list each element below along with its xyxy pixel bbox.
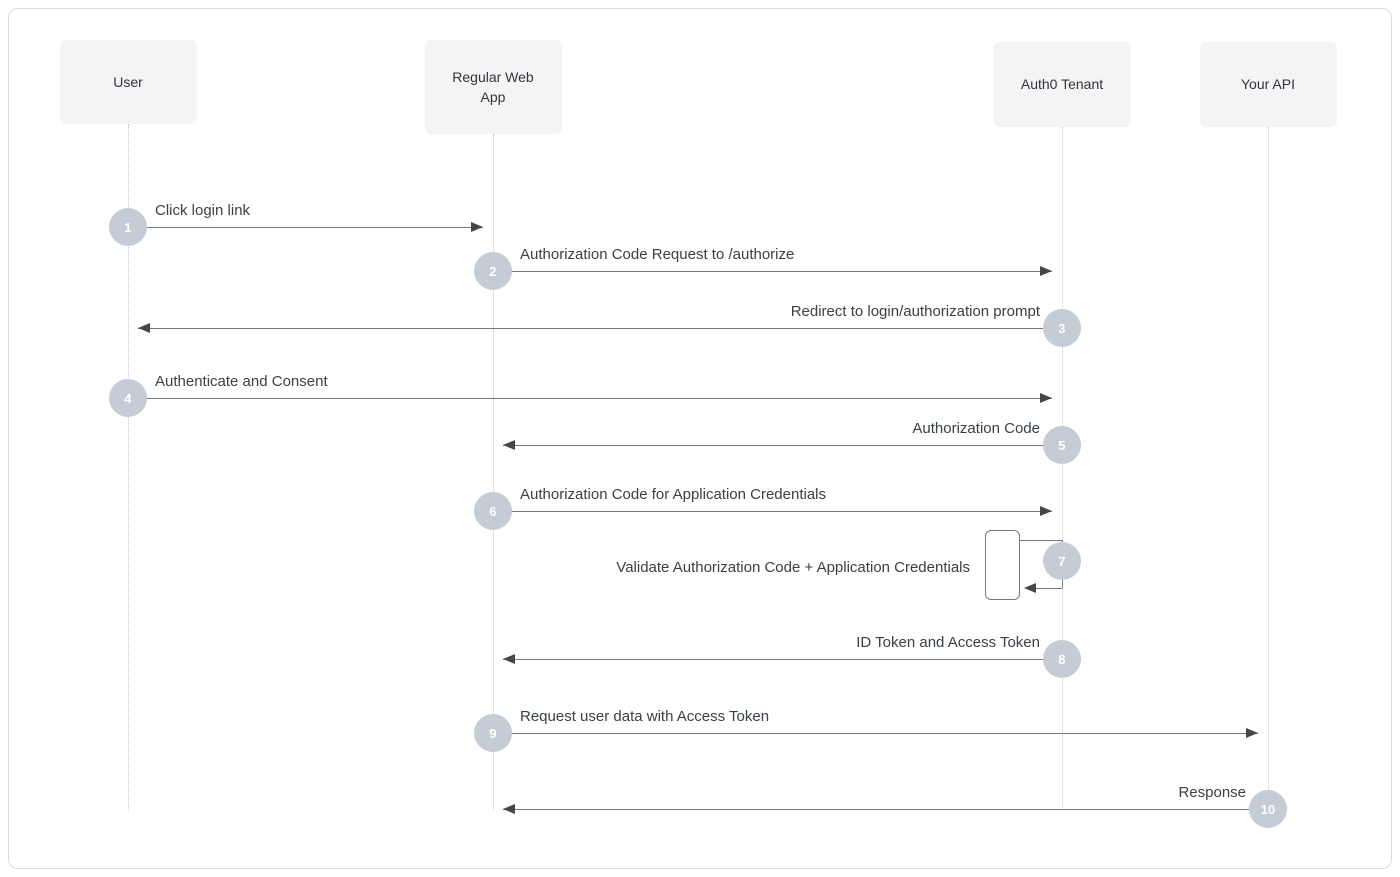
step-5-badge: 5 xyxy=(1043,426,1081,464)
step-4-label: Authenticate and Consent xyxy=(155,373,328,390)
step-4-line xyxy=(128,398,1052,399)
step-7-arrowhead xyxy=(1024,583,1036,593)
lifeline-your-api xyxy=(1268,127,1269,810)
step-1-line xyxy=(128,227,483,228)
step-10-label: Response xyxy=(1178,784,1246,801)
step-10-line xyxy=(503,809,1268,810)
step-7-loop-bottom xyxy=(1036,588,1062,589)
step-6-line xyxy=(493,511,1052,512)
step-3-arrowhead xyxy=(138,323,150,333)
actor-your-api-box: Your API xyxy=(1199,42,1337,127)
step-10-badge: 10 xyxy=(1249,790,1287,828)
step-6-badge: 6 xyxy=(474,492,512,530)
lifeline-auth0-tenant xyxy=(1062,127,1063,810)
step-3-label: Redirect to login/authorization prompt xyxy=(790,303,1040,320)
step-2-badge: 2 xyxy=(474,252,512,290)
step-3-line xyxy=(138,328,1062,329)
actor-user-box: User xyxy=(59,40,197,124)
step-4-arrowhead xyxy=(1040,393,1052,403)
actor-your-api-label: Your API xyxy=(1241,76,1295,93)
step-8-badge: 8 xyxy=(1043,640,1081,678)
step-9-arrowhead xyxy=(1246,728,1258,738)
page-frame xyxy=(8,8,1392,869)
actor-user-label: User xyxy=(113,73,143,90)
step-5-line xyxy=(503,445,1062,446)
actor-regular-web-app-box: Regular Web App xyxy=(424,40,562,134)
step-10-arrowhead xyxy=(503,804,515,814)
step-1-label: Click login link xyxy=(155,202,251,219)
lifeline-regular-web-app xyxy=(493,134,494,810)
step-2-label: Authorization Code Request to /authorize xyxy=(520,246,795,263)
step-6-arrowhead xyxy=(1040,506,1052,516)
step-7-activation-box xyxy=(985,530,1020,600)
step-8-arrowhead xyxy=(503,654,515,664)
step-7-label: Validate Authorization Code + Applicatio… xyxy=(616,559,970,576)
lifeline-user xyxy=(128,124,129,810)
step-5-arrowhead xyxy=(503,440,515,450)
step-9-label: Request user data with Access Token xyxy=(520,708,770,725)
step-7-loop-top xyxy=(1018,540,1062,541)
step-2-arrowhead xyxy=(1040,266,1052,276)
actor-auth0-tenant-box: Auth0 Tenant xyxy=(993,42,1131,127)
step-8-label: ID Token and Access Token xyxy=(856,634,1040,651)
step-1-arrowhead xyxy=(471,222,483,232)
step-1-badge: 1 xyxy=(109,208,147,246)
actor-regular-web-app-label: Regular Web App xyxy=(452,68,534,105)
step-9-line xyxy=(493,733,1258,734)
step-9-badge: 9 xyxy=(474,714,512,752)
step-7-badge: 7 xyxy=(1043,542,1081,580)
step-4-badge: 4 xyxy=(109,379,147,417)
actor-auth0-tenant-label: Auth0 Tenant xyxy=(1020,76,1104,93)
step-8-line xyxy=(503,659,1062,660)
step-3-badge: 3 xyxy=(1043,309,1081,347)
step-5-label: Authorization Code xyxy=(912,420,1040,437)
step-2-line xyxy=(493,271,1052,272)
step-6-label: Authorization Code for Application Crede… xyxy=(520,486,827,503)
